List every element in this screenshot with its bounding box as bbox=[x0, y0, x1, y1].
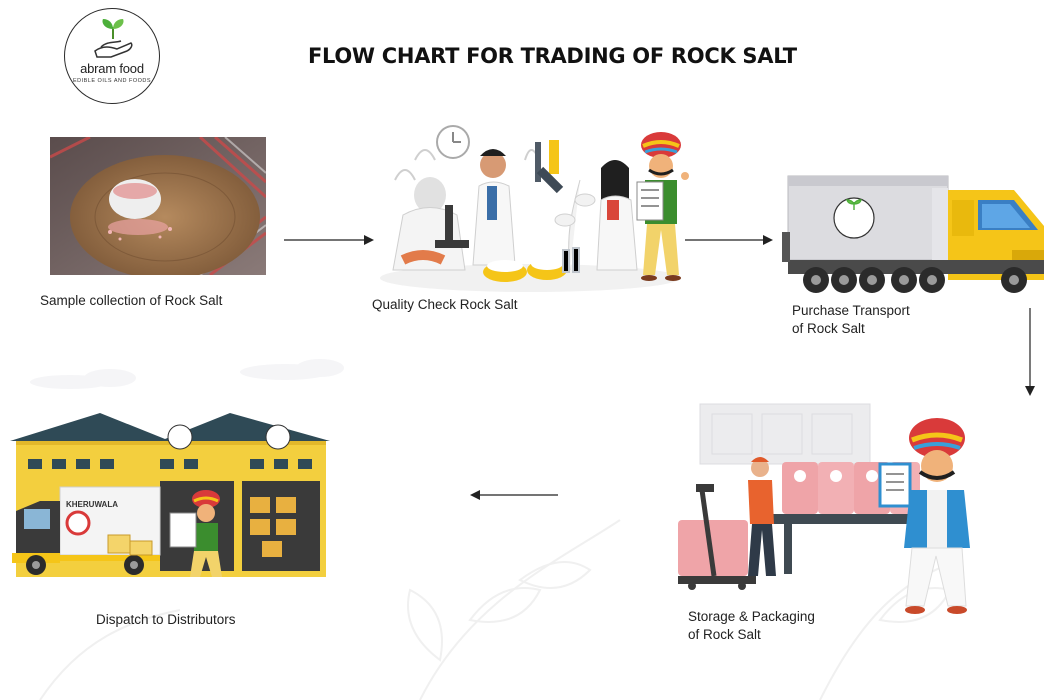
truck-brand-logo bbox=[833, 197, 875, 239]
transport-truck bbox=[782, 175, 1044, 293]
flow-arrow bbox=[1025, 308, 1035, 396]
dispatch-warehouse-illustration bbox=[10, 413, 330, 577]
van-sign: KHERUWALA bbox=[66, 500, 118, 509]
sample-salt-photo bbox=[50, 137, 266, 275]
warehouse-brand-logo bbox=[167, 424, 193, 450]
flow-arrow bbox=[685, 235, 773, 245]
van-brand-logo bbox=[65, 510, 91, 536]
logo-brand-text: abram food bbox=[80, 61, 144, 76]
mascot-with-clipboard bbox=[169, 490, 222, 577]
step-label-storage: Storage & Packaging of Rock Salt bbox=[688, 609, 815, 642]
step-label-quality: Quality Check Rock Salt bbox=[372, 297, 518, 312]
step-label-transport: Purchase Transport of Rock Salt bbox=[792, 303, 910, 336]
brand-logo: abram food EDIBLE OILS AND FOODS bbox=[64, 8, 160, 104]
mascot-with-clipboard bbox=[878, 418, 970, 614]
page-title: FLOW CHART FOR TRADING OF ROCK SALT bbox=[308, 44, 797, 68]
flow-arrow bbox=[284, 235, 374, 245]
warehouse-brand-logo bbox=[265, 424, 291, 450]
storage-packaging-illustration bbox=[678, 403, 970, 614]
leaf-hand-icon bbox=[94, 19, 133, 58]
quality-check-illustration bbox=[380, 125, 689, 292]
logo-tagline: EDIBLE OILS AND FOODS bbox=[72, 78, 152, 84]
mascot-with-clipboard bbox=[636, 132, 689, 281]
step-label-dispatch: Dispatch to Distributors bbox=[96, 612, 236, 627]
flow-arrow bbox=[470, 490, 558, 500]
step-label-sample: Sample collection of Rock Salt bbox=[40, 293, 223, 308]
